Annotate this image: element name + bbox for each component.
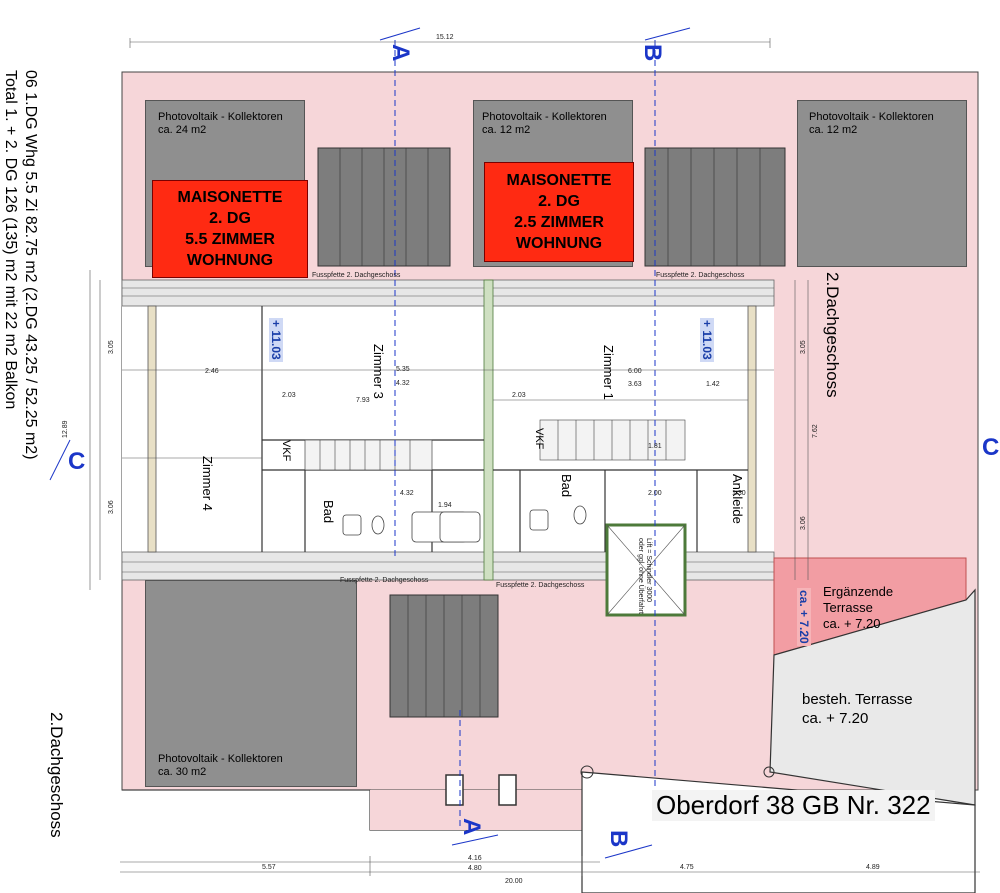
unit-line: 5.5 ZIMMER (185, 231, 275, 248)
dim-246: 2.46 (205, 368, 219, 375)
pv-panel-title: Photovoltaik - Kollektoren (482, 111, 607, 123)
dim-bottom-b: 4.16 (468, 855, 482, 862)
unit-line: WOHNUNG (515, 235, 603, 252)
unit-line: WOHNUNG (186, 252, 274, 269)
besteh-terrace-line2: ca. + 7.20 (802, 710, 869, 727)
pv-panel-title: Photovoltaik - Kollektoren (158, 753, 283, 765)
pv-panel-area: ca. 12 m2 (809, 124, 858, 136)
dim-363: 3.63 (628, 381, 642, 388)
dim-bottom-total: 20.00 (505, 878, 523, 885)
unit-line: 2. DG (538, 193, 580, 210)
fusspfette-top-right: Fusspfette 2. Dachgeschoss (656, 272, 745, 279)
elevation-terrace: ca. + 7.20 (797, 588, 811, 646)
pv-panel-4: Photovoltaik - Kollektoren ca. 30 m2 (145, 580, 357, 787)
pv-panel-title: Photovoltaik - Kollektoren (809, 111, 934, 123)
dim-bottom-e: 4.89 (866, 864, 880, 871)
erg-terrace-line3: ca. + 7.20 (823, 616, 881, 631)
dim-762: 7.62 (812, 424, 819, 438)
dim-194: 1.94 (438, 502, 452, 509)
side-summary: 06 1.DG Whg 5.5 Zi 82.75 m2 (2.DG 43.25 … (0, 70, 40, 460)
room-bad-left: Bad (321, 500, 336, 524)
besteh-terrace-line1: besteh. Terrasse (802, 691, 913, 708)
room-zimmer-4: Zimmer 4 (200, 456, 215, 511)
vkf-left: VKF (280, 440, 292, 462)
elevation-right: + 11.03 (700, 318, 714, 362)
dim-203-left: 2.03 (282, 392, 296, 399)
lift-note: Lift = Schindler 3000 (645, 538, 652, 603)
floor-label-left: 2.Dachgeschoss (47, 712, 66, 838)
dim-600: 6.00 (628, 368, 642, 375)
section-marker-c-left: C (68, 448, 86, 475)
fusspfette-bottom-right: Fusspfette 2. Dachgeschoss (496, 582, 585, 589)
fusspfette-top-left: Fusspfette 2. Dachgeschoss (312, 272, 401, 279)
erg-terrace-label: Ergänzende Terrasse ca. + 7.20 (823, 584, 893, 632)
dim-1289: 12.89 (62, 420, 69, 438)
dim-305-right: 3.05 (800, 340, 807, 354)
unit-line: 2.5 ZIMMER (514, 214, 604, 231)
dim-bottom-d: 4.75 (680, 864, 694, 871)
elevation-left: + 11.03 (269, 318, 283, 362)
unit-line: MAISONETTE (506, 172, 612, 189)
dim-top-total: 15.12 (436, 34, 454, 41)
section-marker-b-top: B (639, 44, 666, 62)
section-marker-b-bottom: B (605, 830, 632, 848)
dim-181: 1.81 (648, 443, 662, 450)
side-summary-line1: 06 1.DG Whg 5.5 Zi 82.75 m2 (2.DG 43.25 … (22, 70, 39, 460)
dim-130: 1.30 (732, 490, 746, 497)
vkf-right: VKF (533, 428, 545, 450)
section-marker-c-right: C (982, 434, 1000, 461)
erg-terrace-line1: Ergänzende (823, 584, 894, 599)
dim-306-left: 3.06 (108, 500, 115, 514)
room-zimmer-3: Zimmer 3 (371, 344, 386, 399)
unit-line: MAISONETTE (177, 189, 283, 206)
pv-panel-3: Photovoltaik - Kollektoren ca. 12 m2 (797, 100, 967, 267)
pv-panel-title: Photovoltaik - Kollektoren (158, 111, 283, 123)
unit-label-maisonette-55: MAISONETTE 2. DG 5.5 ZIMMER WOHNUNG (152, 180, 308, 278)
section-marker-a-bottom: A (458, 818, 485, 836)
besteh-terrace-area (769, 588, 976, 806)
dim-bottom-a: 5.57 (262, 864, 276, 871)
unit-line: 2. DG (209, 210, 251, 227)
dim-535: 5.35 (396, 366, 410, 373)
pv-panel-area: ca. 30 m2 (158, 766, 207, 778)
unit-label-maisonette-25: MAISONETTE 2. DG 2.5 ZIMMER WOHNUNG (484, 162, 634, 262)
room-zimmer-1: Zimmer 1 (601, 345, 616, 400)
section-marker-a-top: A (387, 44, 414, 62)
besteh-terrace-label: besteh. Terrasse ca. + 7.20 (802, 690, 913, 728)
dim-200: 2.00 (648, 490, 662, 497)
dim-793: 7.93 (356, 397, 370, 404)
dim-305-left: 3.05 (108, 340, 115, 354)
room-bad-right: Bad (559, 474, 574, 498)
lift-note-2: oder ggl. ohne Überfahrt (637, 538, 644, 614)
erg-terrace-line2: Terrasse (823, 600, 873, 615)
room-ankleide: Ankleide (730, 474, 745, 524)
dim-203-right: 2.03 (512, 392, 526, 399)
pv-panel-area: ca. 24 m2 (158, 124, 207, 136)
side-summary-line2: Total 1. + 2. DG 126 (135) m2 mit 22 m2 … (2, 70, 19, 410)
dim-142: 1.42 (706, 381, 720, 388)
pv-panel-area: ca. 12 m2 (482, 124, 531, 136)
fusspfette-bottom-left: Fusspfette 2. Dachgeschoss (340, 577, 429, 584)
dim-306-right: 3.06 (800, 516, 807, 530)
floor-label-right: 2.Dachgeschoss (823, 272, 842, 398)
dim-bottom-c: 4.80 (468, 865, 482, 872)
dim-432-top: 4.32 (396, 380, 410, 387)
parcel-label: Oberdorf 38 GB Nr. 322 (652, 790, 935, 821)
dim-432-bottom: 4.32 (400, 490, 414, 497)
